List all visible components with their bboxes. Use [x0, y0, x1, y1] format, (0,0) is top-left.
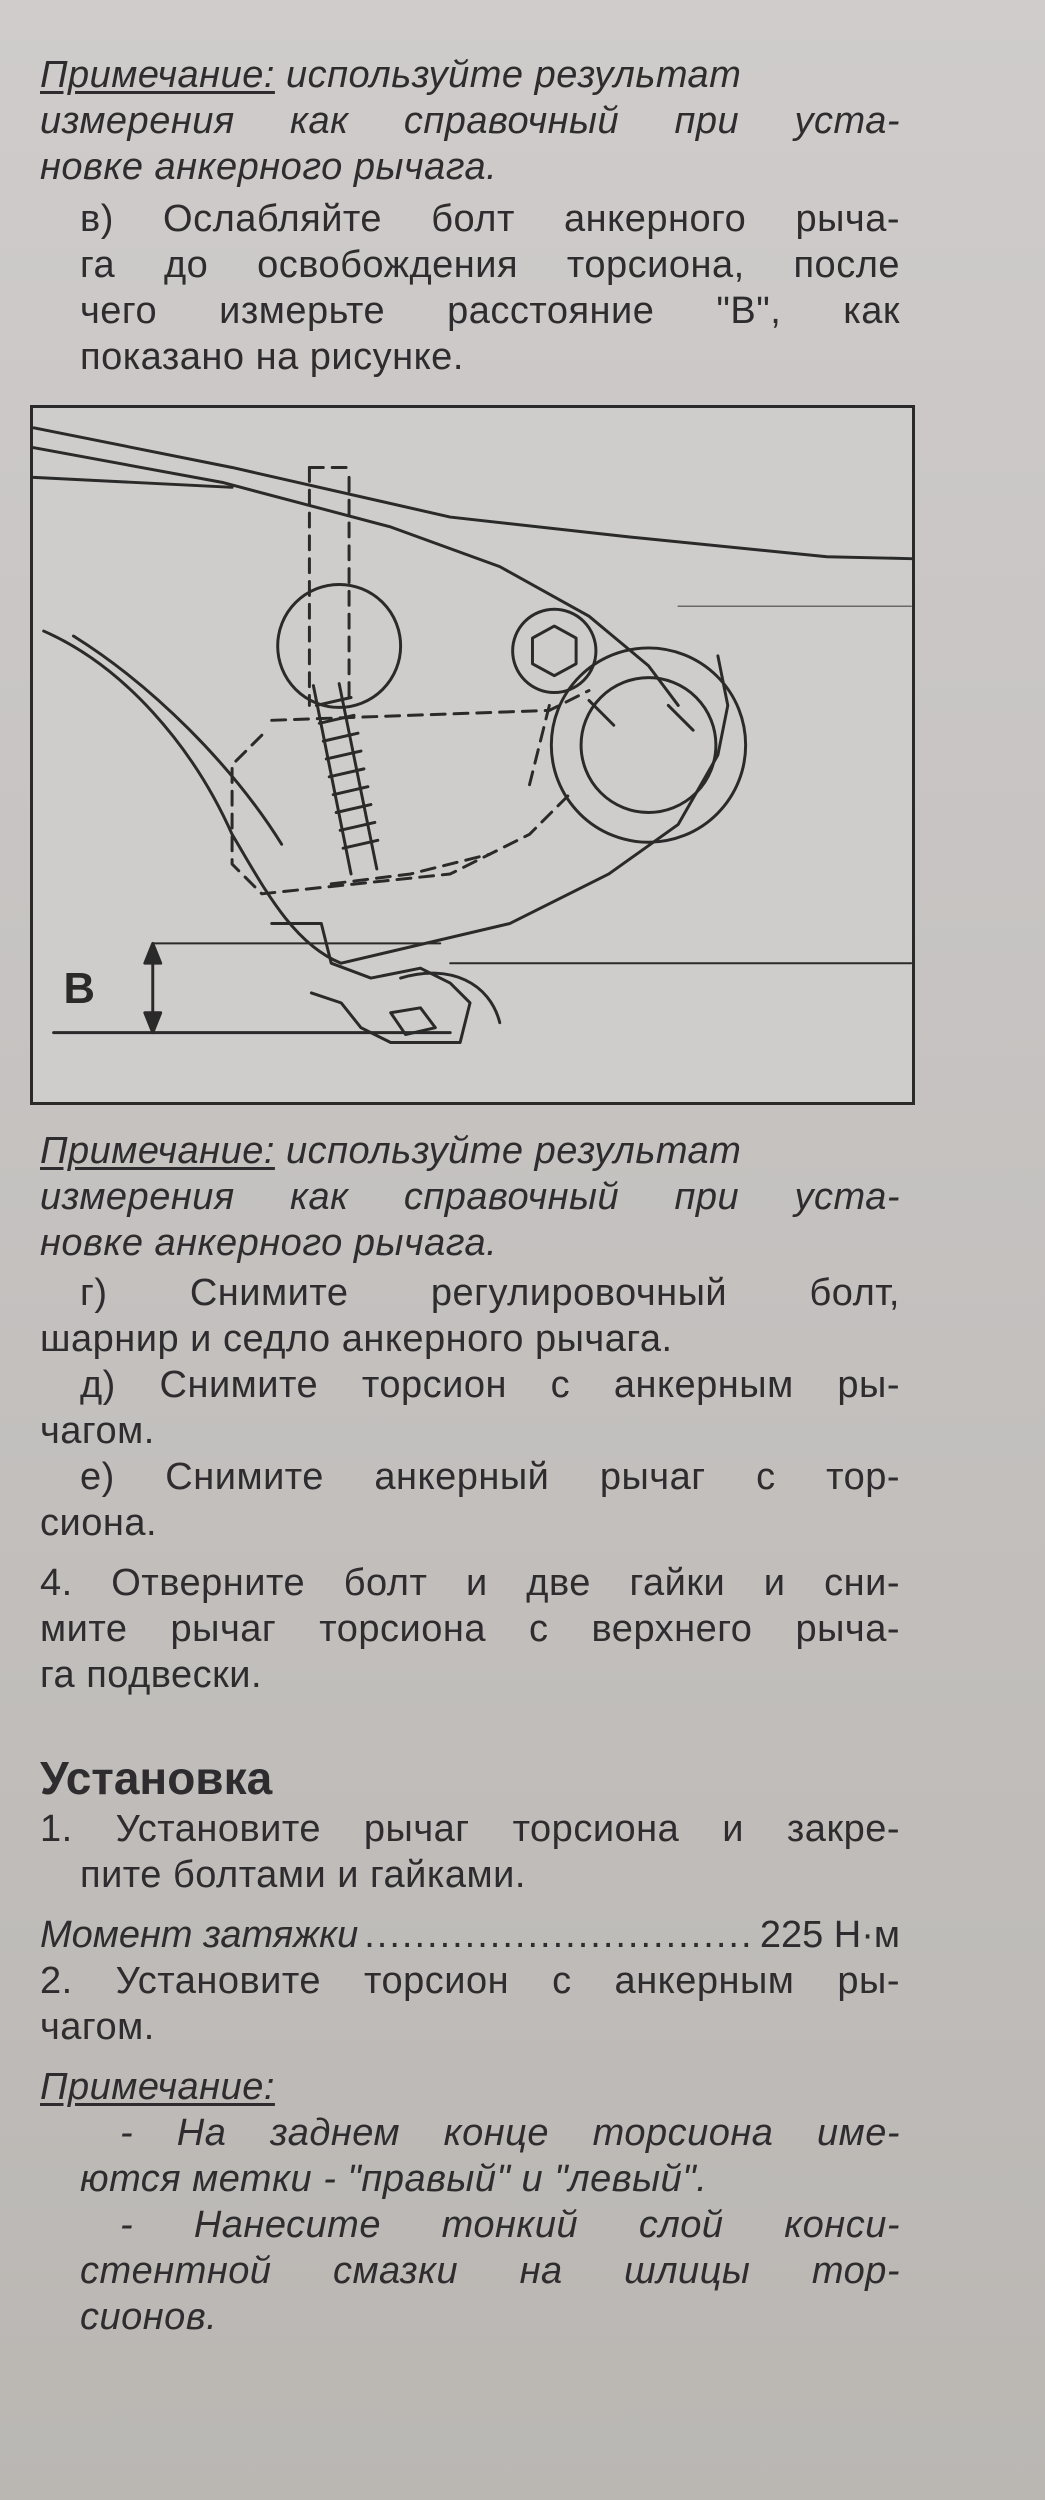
step-d-line-2: чагом. — [40, 1410, 155, 1452]
torsion-bar-diagram: B — [33, 426, 912, 1045]
top-note-text-1: используйте результат — [274, 54, 742, 96]
install-note-line-3: - Нанесите тонкий слой конси- — [120, 2204, 900, 2246]
step-e-line-2: сиона. — [40, 1502, 158, 1544]
torque-spec: Момент затяжки .........................… — [40, 1912, 900, 1958]
step-g-line-1: г) Снимите регулировочный болт, — [80, 1272, 900, 1314]
install-note-line-4: стентной смазки на шлицы тор- — [80, 2250, 900, 2292]
removal-steps: г) Снимите регулировочный болт, шарнир и… — [40, 1270, 900, 1546]
installation-section: Установка 1. Установите рычаг торсиона и… — [40, 1750, 900, 2340]
torque-value: 225 Н·м — [759, 1914, 900, 1956]
torsion-bar-figure: B — [30, 405, 915, 1105]
installation-heading: Установка — [40, 1752, 273, 1804]
mid-note-line-2: измерения как справочный при уста- — [40, 1176, 900, 1218]
step-e-line-1: е) Снимите анкерный рычаг с тор- — [80, 1456, 900, 1498]
top-note: Примечание: используйте результат измере… — [40, 52, 900, 190]
mid-note-text-1: используйте результат — [274, 1130, 742, 1172]
install-step-2-line-2: чагом. — [40, 2006, 155, 2048]
install-note-prefix: Примечание: — [40, 2066, 275, 2108]
step-4-line-3: га подвески. — [40, 1654, 263, 1696]
install-step-2-line-1: 2. Установите торсион с анкерным ры- — [40, 1960, 900, 2002]
step-v-line-1: в) Ослабляйте болт анкерного рыча- — [80, 198, 900, 240]
mid-note-line-1: Примечание: используйте результат — [40, 1128, 900, 1174]
top-note-prefix: Примечание: — [40, 54, 275, 96]
install-step-1-line-2: пите болтами и гайками. — [80, 1854, 526, 1896]
mid-note-line-3: новке анкерного рычага. — [40, 1222, 498, 1264]
step-d-line-1: д) Снимите торсион с анкерным ры- — [80, 1364, 900, 1406]
step-v-line-2: га до освобождения торсиона, после — [80, 244, 900, 286]
install-note-line-5: сионов. — [80, 2296, 218, 2338]
step-4-line-2: мите рычаг торсиона с верхнего рыча- — [40, 1608, 900, 1650]
torque-label: Момент затяжки — [40, 1914, 359, 1956]
top-note-line-2: измерения как справочный при уста- — [40, 100, 900, 142]
dimension-b-label: B — [64, 965, 96, 1013]
step-4: 4. Отверните болт и две гайки и сни- мит… — [40, 1560, 900, 1698]
step-v-line-4: показано на рисунке. — [80, 336, 464, 378]
install-note-line-2: ются метки - "правый" и "левый". — [80, 2158, 708, 2200]
top-note-line-3: новке анкерного рычага. — [40, 146, 498, 188]
mid-note: Примечание: используйте результат измере… — [40, 1128, 900, 1266]
torque-leader-dots: ........................................… — [364, 1914, 754, 1956]
step-v: в) Ослабляйте болт анкерного рыча- га до… — [40, 196, 900, 380]
step-v-line-3: чего измерьте расстояние "В", как — [80, 290, 900, 332]
step-4-line-1: 4. Отверните болт и две гайки и сни- — [40, 1562, 900, 1604]
step-g-line-2: шарнир и седло анкерного рычага. — [40, 1318, 673, 1360]
top-note-line-1: Примечание: используйте результат — [40, 52, 900, 98]
mid-note-prefix: Примечание: — [40, 1130, 275, 1172]
install-step-1-line-1: 1. Установите рычаг торсиона и закре- — [40, 1808, 900, 1850]
install-note-line-1: - На заднем конце торсиона име- — [120, 2112, 900, 2154]
